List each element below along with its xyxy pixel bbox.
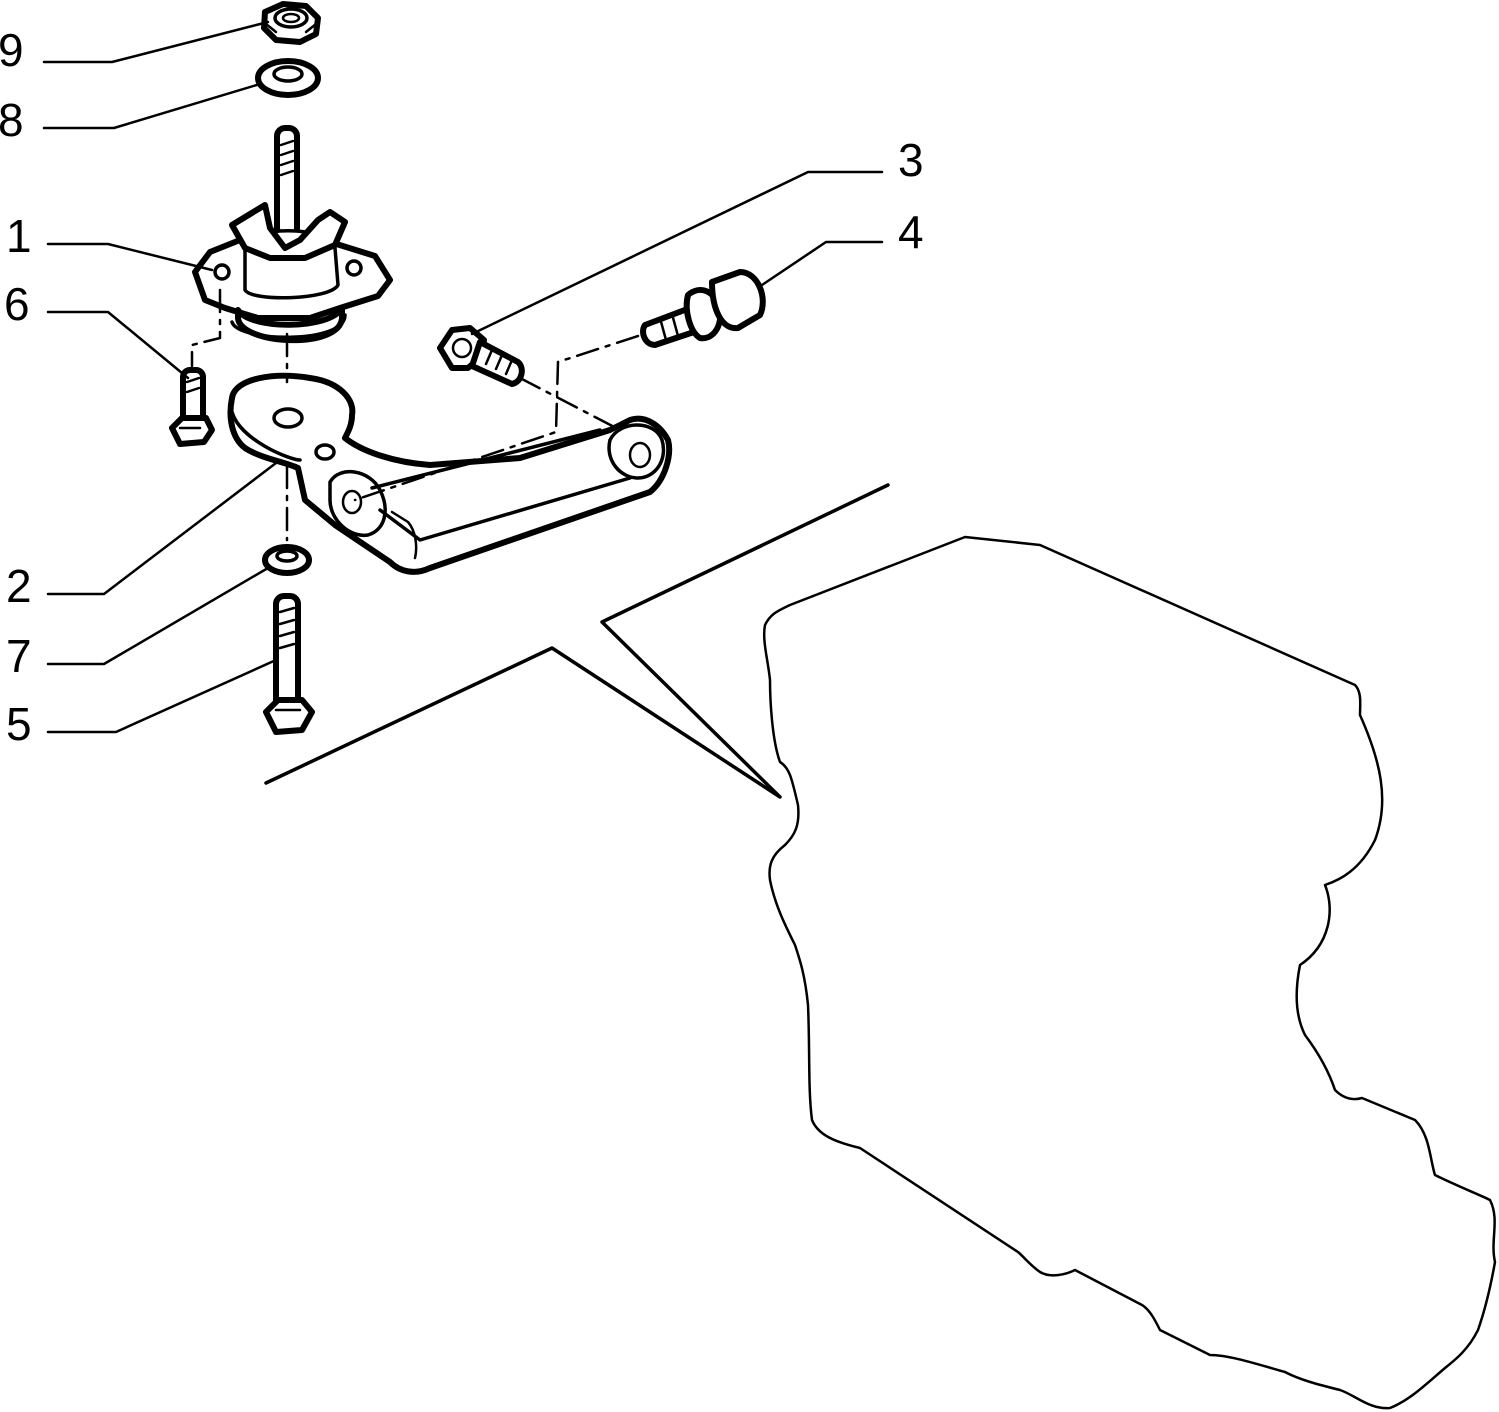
part-2-bracket	[227, 372, 672, 575]
callout-1: 1	[6, 210, 32, 262]
callout-4: 4	[898, 206, 924, 258]
callout-6: 6	[4, 278, 30, 330]
leader-lines	[42, 20, 884, 734]
part-9-nut	[261, 1, 321, 45]
zoom-callout-lines	[264, 483, 890, 799]
part-1-engine-mount	[192, 125, 393, 344]
engine-outline	[762, 535, 1497, 1410]
callout-8: 8	[0, 94, 24, 146]
part-3-bolt	[437, 325, 525, 387]
part-5-bolt	[263, 593, 315, 735]
callout-5: 5	[6, 698, 32, 750]
callout-2: 2	[6, 560, 32, 612]
callout-7: 7	[6, 630, 32, 682]
callout-9: 9	[0, 24, 24, 76]
callout-3: 3	[898, 134, 924, 186]
part-4-bolt	[640, 269, 766, 348]
part-8-washer	[255, 58, 321, 98]
assembly-center-lines	[190, 288, 640, 542]
part-7-washer	[262, 544, 312, 576]
part-6-bolt	[169, 367, 215, 447]
callout-labels: 9 8 1 6 2 7 5 3 4	[0, 24, 924, 750]
